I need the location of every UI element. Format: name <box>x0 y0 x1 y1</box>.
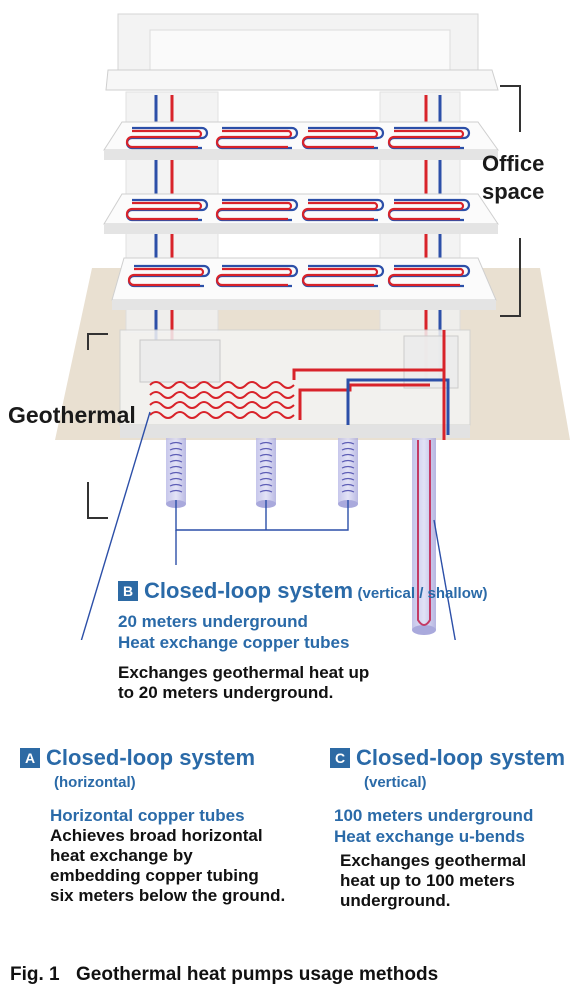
system-c-subtitle: (vertical) <box>364 774 427 791</box>
system-c-desc-line2: heat up to 100 meters <box>340 871 515 890</box>
callout-lines <box>80 411 456 640</box>
figure-caption: Fig. 1 Geothermal heat pumps usage method… <box>10 964 438 986</box>
system-b-desc-line2: to 20 meters underground. <box>118 683 334 702</box>
system-b-subtitle: (vertical / shallow) <box>357 585 488 602</box>
roof <box>105 13 499 91</box>
system-c-depth: 100 meters underground <box>334 806 534 825</box>
office-label-line1: Office <box>482 151 545 176</box>
system-b-depth: 20 meters underground <box>118 612 308 631</box>
system-c-desc-line3: underground. <box>340 891 451 910</box>
office-floor-3 <box>103 121 499 160</box>
system-a-title: Closed-loop system <box>46 745 256 770</box>
system-a-desc-line4: six meters below the ground. <box>50 886 286 905</box>
system-a-desc-line2: heat exchange by <box>50 846 193 865</box>
system-a-subtitle: (horizontal) <box>54 774 136 791</box>
shallow-borehole-2 <box>256 438 276 508</box>
office-floor-2 <box>103 193 499 234</box>
system-a-desc-line3: embedding copper tubing <box>50 866 259 885</box>
system-c-callout: C Closed-loop system (vertical) 100 meter… <box>330 745 565 911</box>
system-a-tubes: Horizontal copper tubes <box>50 806 245 825</box>
office-label-line2: space <box>482 179 545 204</box>
figure-number: Fig. 1 <box>10 964 60 985</box>
office-floor-1 <box>111 257 497 310</box>
system-b-tubes: Heat exchange copper tubes <box>118 633 350 652</box>
system-c-title: Closed-loop system <box>356 745 566 770</box>
office-space-label: Office space <box>482 150 544 206</box>
system-a-callout: A Closed-loop system (horizontal) Horizon… <box>20 745 285 906</box>
building-diagram <box>55 13 570 640</box>
shallow-borehole-1 <box>166 438 186 508</box>
figure-caption-text: Geothermal heat pumps usage methods <box>76 964 439 985</box>
shallow-borehole-3 <box>338 438 358 508</box>
system-b-callout: B Closed-loop system (vertical / shallow)… <box>118 578 488 703</box>
system-a-letter-badge: A <box>20 748 40 768</box>
system-b-title: Closed-loop system <box>144 578 354 603</box>
deep-borehole <box>412 438 436 635</box>
system-b-letter-badge: B <box>118 581 138 601</box>
geothermal-label: Geothermal <box>8 402 136 428</box>
system-a-desc-line1: Achieves broad horizontal <box>50 826 263 845</box>
system-c-ubends: Heat exchange u-bends <box>334 827 525 846</box>
system-c-desc-line1: Exchanges geothermal <box>340 851 527 870</box>
bracket-lines <box>87 85 521 519</box>
system-b-desc-line1: Exchanges geothermal heat up <box>118 663 370 682</box>
system-c-letter-badge: C <box>330 748 350 768</box>
